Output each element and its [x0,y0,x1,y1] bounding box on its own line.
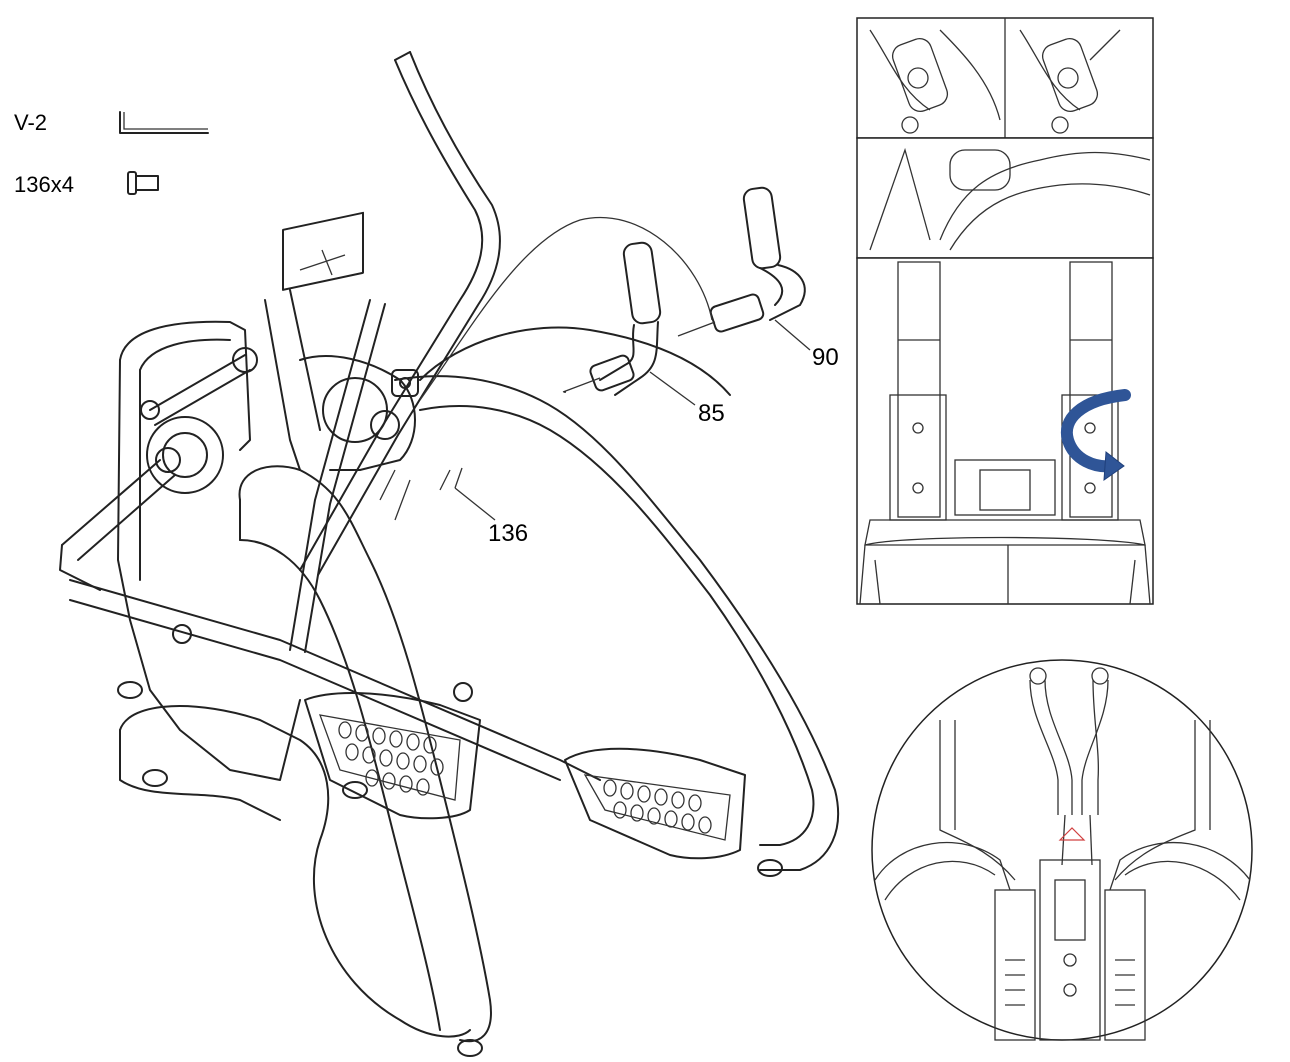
allen-wrench-icon [119,111,209,134]
rotation-arrow-icon [1060,389,1131,482]
left-pedal [304,692,481,820]
bolt-icon [127,171,159,195]
part-label-v2: V-2 [14,110,48,135]
bolt-markers [562,321,716,393]
right-pedal [564,747,746,860]
callout-85: 85 [698,400,725,427]
handlebar-85 [589,241,662,396]
callout-leaders [454,319,811,521]
detail-panel-middle [856,137,1154,259]
elliptical-machine [59,51,840,1057]
callout-136: 136 [488,520,529,547]
detail-panel-bottom [856,257,1154,605]
detail-panel-top [856,17,1154,139]
callout-90: 90 [812,344,839,371]
handlebar-90 [709,186,806,333]
circular-detail [871,659,1253,1041]
part-label-136x4: 136x4 [14,172,74,197]
